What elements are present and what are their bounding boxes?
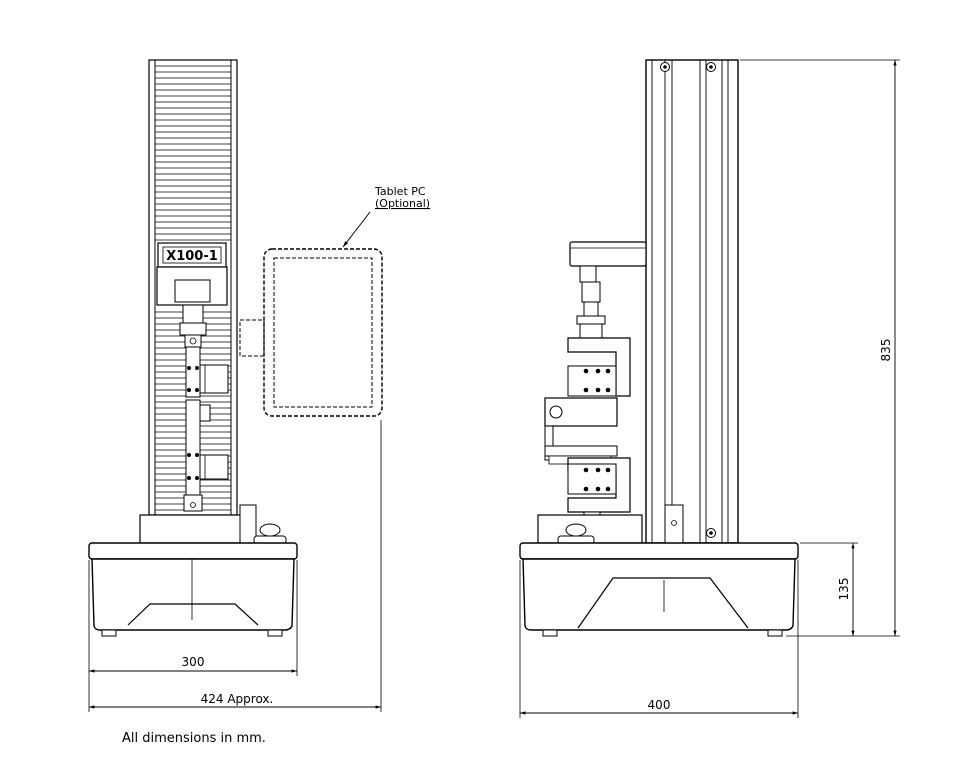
tablet-label-line2: (Optional) [375, 197, 430, 210]
dimension-base-height: 135 [800, 542, 858, 636]
tablet-label-line1: Tablet PC [374, 185, 426, 198]
side-crosshead [569, 241, 647, 339]
dimension-base-width: 300 [88, 560, 298, 712]
side-lower-grip [567, 457, 631, 521]
front-base [88, 504, 298, 637]
upper-grip [185, 346, 229, 398]
dim-400-label: 400 [648, 698, 671, 712]
dimension-side-depth: 400 [519, 560, 799, 718]
lower-grip [183, 399, 229, 512]
dim-835-label: 835 [879, 339, 893, 362]
dim-424-label: 424 Approx. [201, 692, 274, 706]
side-view: 400 835 135 [519, 59, 900, 718]
side-upper-grip [567, 337, 631, 397]
model-plate: X100-1 [157, 242, 227, 268]
side-base [519, 514, 799, 637]
tablet-pc: Tablet PC (Optional) [239, 185, 430, 417]
side-column [645, 59, 739, 544]
dimension-overall-width: 424 Approx. [88, 420, 382, 712]
dimension-overall-height: 835 [740, 59, 900, 637]
side-emergency-stop-icon [565, 523, 587, 537]
emergency-stop-icon [259, 523, 281, 537]
side-fixture [544, 397, 618, 465]
dim-135-label: 135 [837, 578, 851, 601]
model-label: X100-1 [166, 249, 218, 264]
front-view: X100-1 [88, 59, 430, 712]
dimensions-note: All dimensions in mm. [122, 731, 266, 746]
crosshead [156, 266, 228, 348]
dim-300-label: 300 [182, 655, 205, 669]
